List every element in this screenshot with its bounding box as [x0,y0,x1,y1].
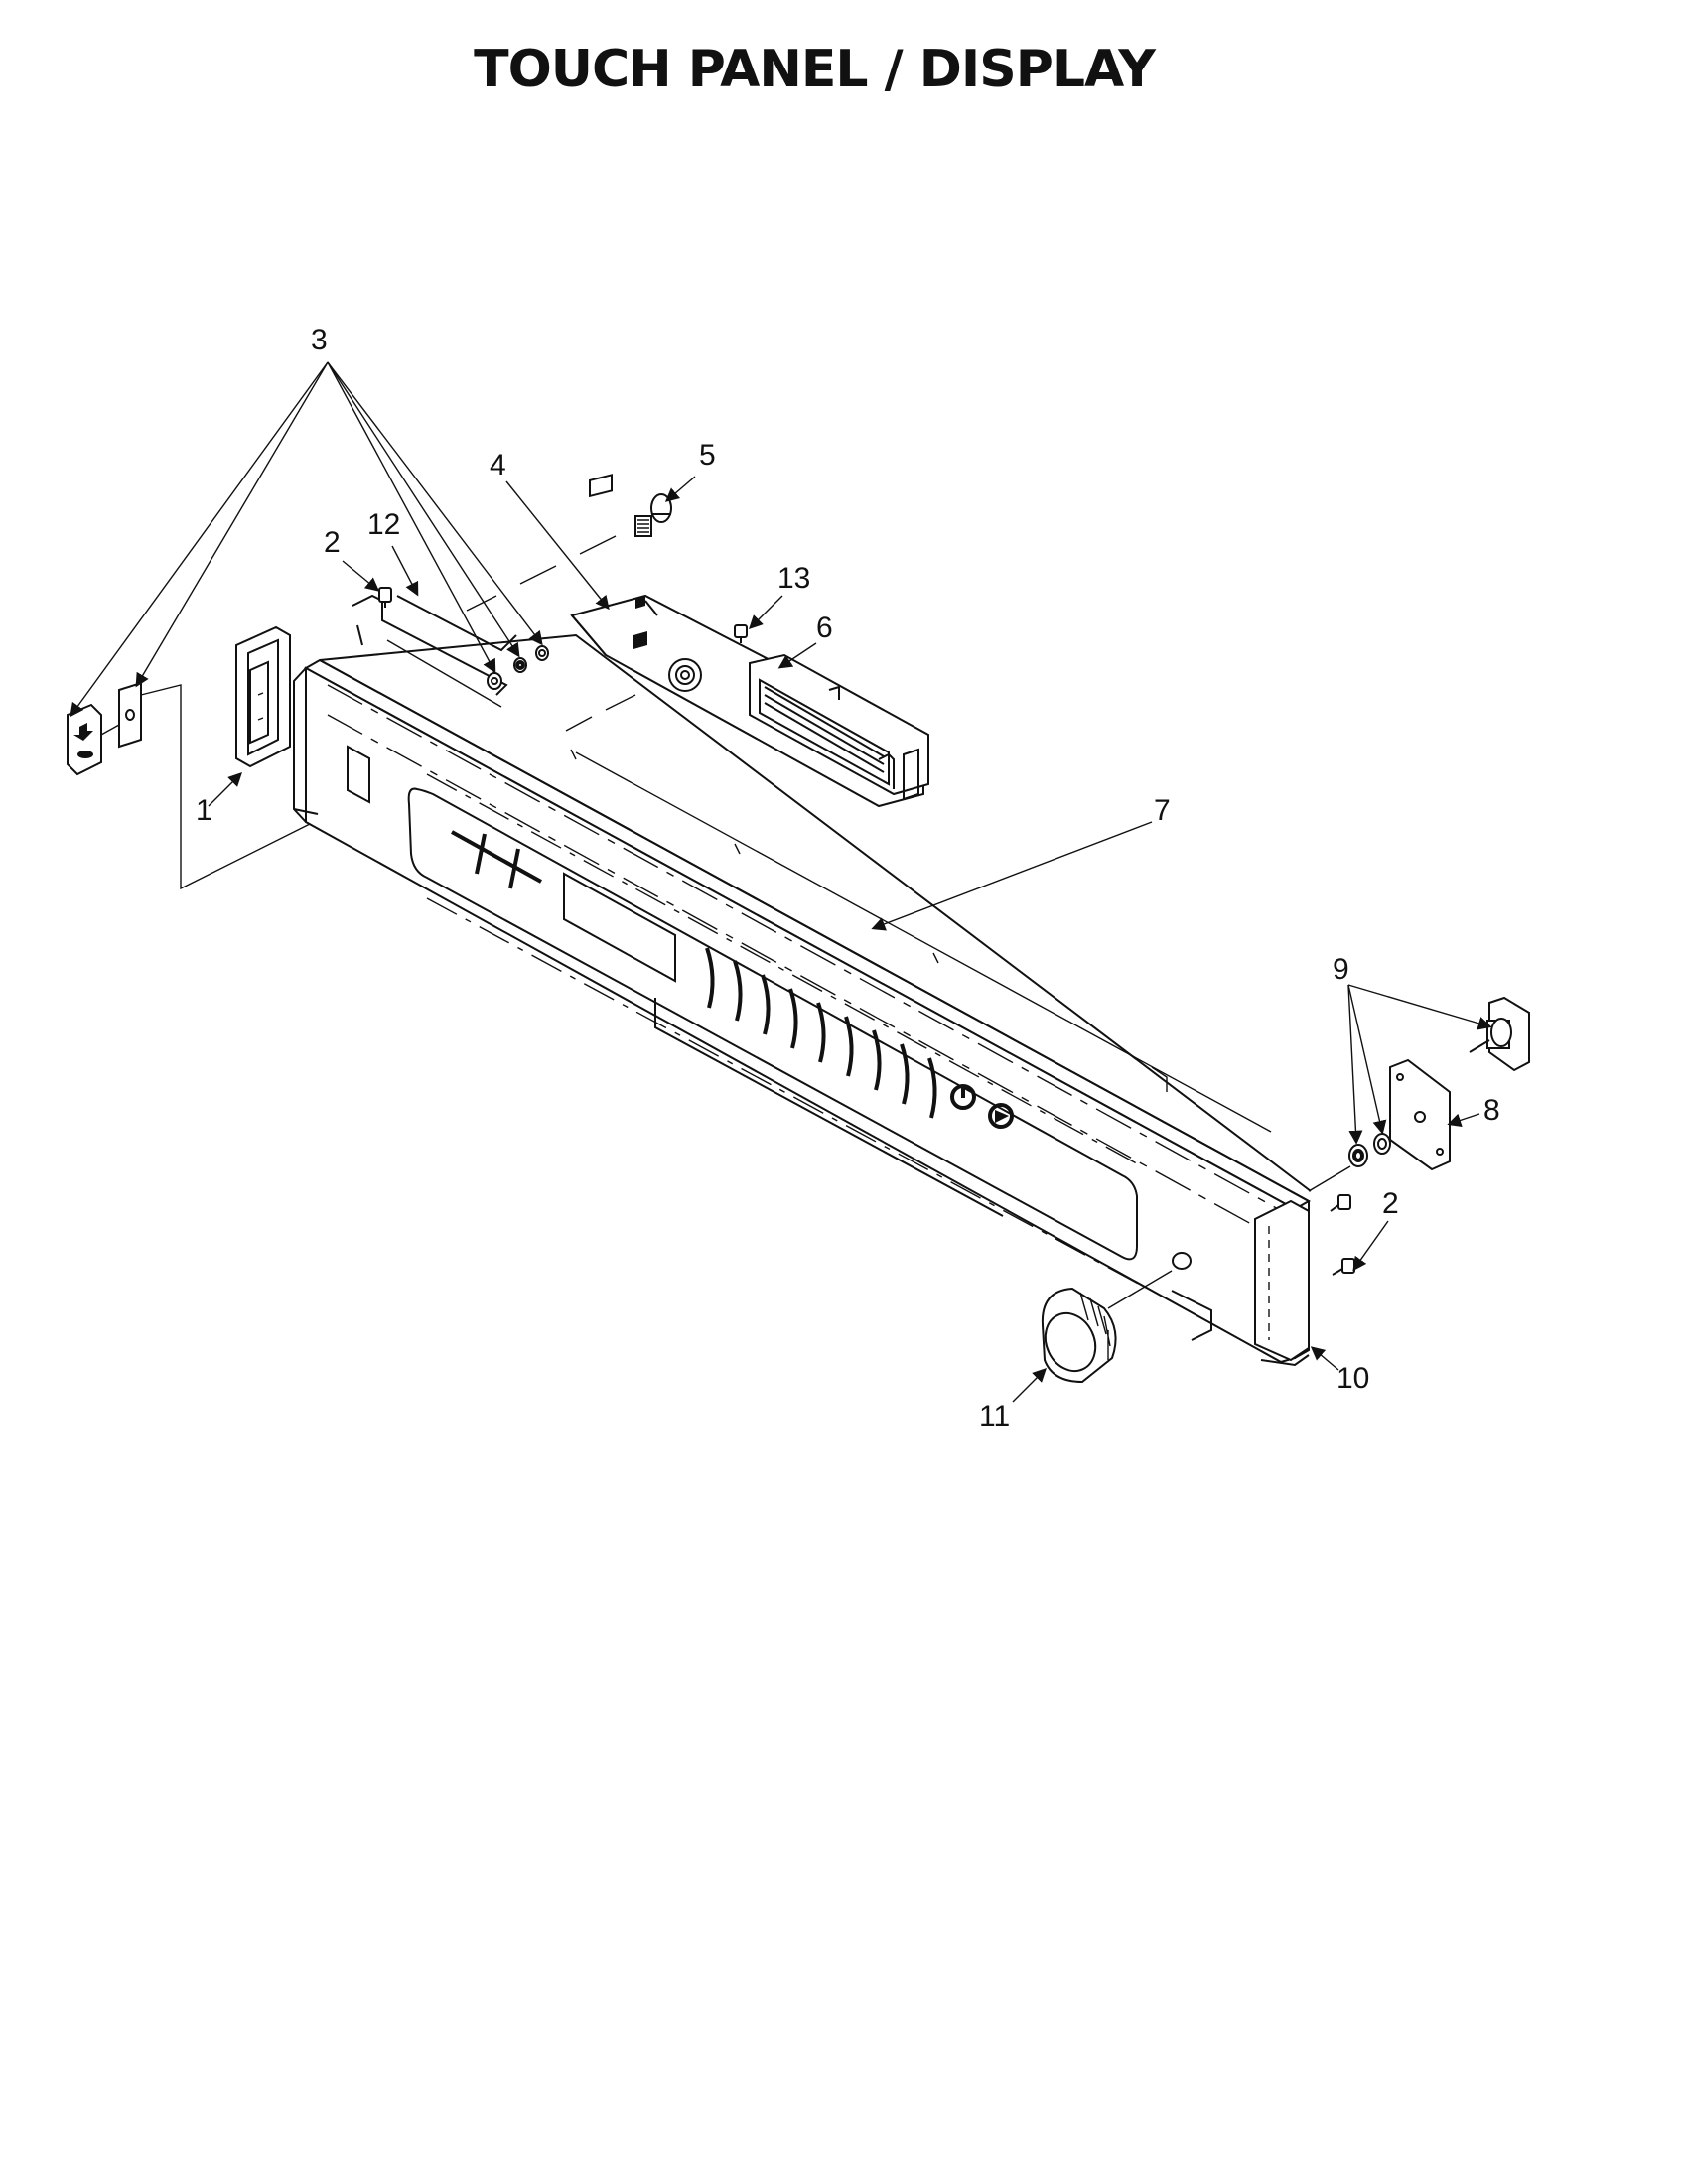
callout-11: 11 [979,1400,1010,1433]
encoder [1469,996,1530,1072]
screw-right-upper [1330,1194,1351,1212]
gasket-square [118,681,142,749]
left-end-cap [235,625,291,768]
leader-bracket-line [140,684,311,890]
encoder-washer [1373,1133,1391,1155]
alignment-line [1308,1165,1351,1192]
encoder-nut [1348,1144,1368,1167]
callout-6: 6 [816,612,833,644]
callout-9: 9 [1333,953,1349,986]
alignment-line [605,694,636,711]
button-cap [67,703,102,776]
callout-4: 4 [490,449,506,481]
control-board [570,474,929,808]
callout-13: 13 [777,562,810,595]
left-mounting-bracket [352,594,508,696]
button-shaft [100,724,120,736]
alignment-line [466,595,497,612]
callout-8: 8 [1483,1094,1500,1127]
callout-10: 10 [1336,1362,1369,1395]
callout-2-right: 2 [1382,1187,1399,1220]
leader-lines [70,361,1492,1403]
shoulder-screw-5 [634,493,672,537]
alignment-line [565,716,593,732]
page-title: TOUCH PANEL / DISPLAY [474,40,1156,99]
encoder-plate [1389,1058,1451,1171]
alignment-line [519,565,557,585]
console-panel [293,633,1312,1367]
callout-1: 1 [196,794,212,827]
callout-7: 7 [1154,794,1171,827]
callout-3: 3 [311,324,328,356]
bracket-plate-12 [386,595,517,708]
washer-stack [487,645,549,690]
callout-2-left: 2 [324,526,341,559]
control-knob [1041,1270,1173,1384]
screw-13 [734,624,748,643]
screw-right-lower [1332,1258,1355,1276]
screw-left [378,587,392,608]
callout-5: 5 [699,439,716,472]
alignment-line [579,535,617,555]
callout-12: 12 [367,508,400,541]
